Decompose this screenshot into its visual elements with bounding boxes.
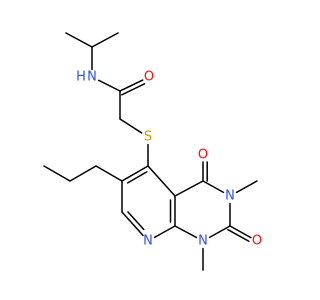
atom-label-O2: O [252,234,262,249]
bond-me1a-iprCH [65,32,93,48]
bond-C6-Pr1 [95,165,123,182]
bond-N1-C8a [174,225,198,239]
bond-N_amide-C_amide [97,79,121,92]
atom-label-N3: N [225,189,235,204]
bond-C4a-C5 [147,165,176,197]
bond-C_amide-O_amide-second [121,83,146,96]
bond-C5-C6-inner [126,171,148,184]
atom-hydrogen-N_amide: H [76,70,86,85]
bond-iprCH-me1b [91,32,119,48]
bond-C2-N1 [208,225,231,239]
atom-label-N8: N [143,234,153,249]
bond-C7-N8-inner [127,211,145,231]
bond-C2-O2-second [227,228,250,243]
atom-label-S: S [144,130,152,145]
bond-C_amide-O_amide [119,79,144,92]
bond-C7-N8 [121,211,144,237]
bond-C4a-C4 [174,180,204,197]
bond-C2-O2 [229,225,252,239]
bond-C5-C6 [121,165,149,182]
bond-CH2-S [119,118,143,134]
bond-Pr1-Pr2 [69,165,97,182]
atom-label-N1: N [198,234,208,249]
bond-Pr2-Pr3 [43,165,71,182]
atom-label-O4: O [198,148,208,163]
bond-N8-C8a [153,225,176,239]
atom-label-O_amide: O [144,70,154,85]
atom-label-N_amide: N [87,70,97,85]
bond-C4-N3 [202,180,225,194]
bond-N3-Me3 [235,180,258,194]
bond-layer [43,32,258,271]
